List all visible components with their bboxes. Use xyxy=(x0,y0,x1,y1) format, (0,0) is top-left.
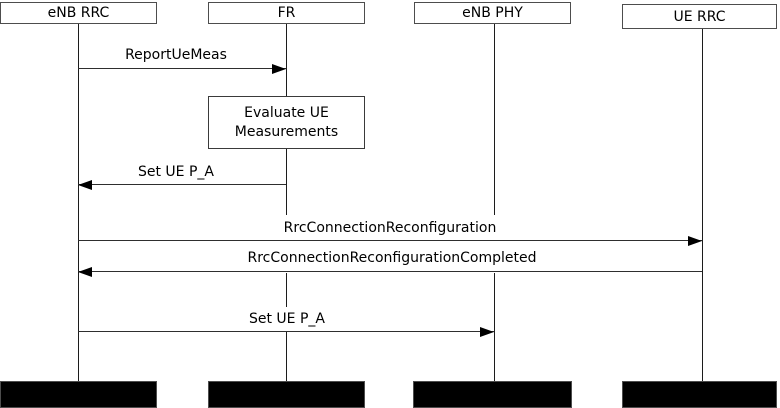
message-line-set-ue-pa-phy xyxy=(78,331,494,332)
message-label: RrcConnectionReconfigurationCompleted xyxy=(244,250,540,267)
message-label: ReportUeMeas xyxy=(122,47,230,64)
lifeline-fr xyxy=(286,273,287,307)
message-label: Set UE P_A xyxy=(134,164,218,181)
lifeline-enb-rrc xyxy=(78,24,79,381)
participant-label: FR xyxy=(277,5,296,21)
participant-box-enb-rrc: eNB RRC xyxy=(0,2,157,24)
footer-bar-fr xyxy=(208,381,365,408)
message-line-rrcconnectionreconfiguration xyxy=(78,240,702,241)
lifeline-fr xyxy=(286,149,287,215)
lifeline-enb-phy xyxy=(494,24,495,215)
lifeline-enb-phy xyxy=(494,273,495,381)
message-line-set-ue-pa xyxy=(78,184,286,185)
lifeline-fr xyxy=(286,331,287,381)
arrowhead-right-icon xyxy=(272,64,286,74)
lifeline-fr xyxy=(286,24,287,96)
participant-label: UE RRC xyxy=(673,8,726,25)
footer-bar-ue-rrc xyxy=(622,381,777,408)
action-box-line: Measurements xyxy=(234,123,339,140)
action-box-line: Evaluate UE xyxy=(244,104,329,121)
message-line-rrcconnectionreconfigurationcompleted xyxy=(78,271,702,272)
footer-bar-enb-rrc xyxy=(0,381,157,408)
arrowhead-left-icon xyxy=(78,267,92,277)
footer-bar-enb-phy xyxy=(413,381,572,408)
message-line-reportuemeas xyxy=(78,68,286,69)
lifeline-ue-rrc xyxy=(702,29,703,381)
message-label: Set UE P_A xyxy=(245,311,329,328)
action-box-evaluate-ue-measurements: Evaluate UE Measurements xyxy=(208,96,365,149)
arrowhead-right-icon xyxy=(480,327,494,337)
arrowhead-left-icon xyxy=(78,180,92,190)
participant-label: eNB PHY xyxy=(462,5,523,21)
participant-box-fr: FR xyxy=(208,2,365,24)
participant-box-ue-rrc: UE RRC xyxy=(622,4,777,29)
participant-box-enb-phy: eNB PHY xyxy=(414,2,571,24)
arrowhead-right-icon xyxy=(688,236,702,246)
participant-label: eNB RRC xyxy=(47,5,110,21)
message-label: RrcConnectionReconfiguration xyxy=(280,220,500,237)
